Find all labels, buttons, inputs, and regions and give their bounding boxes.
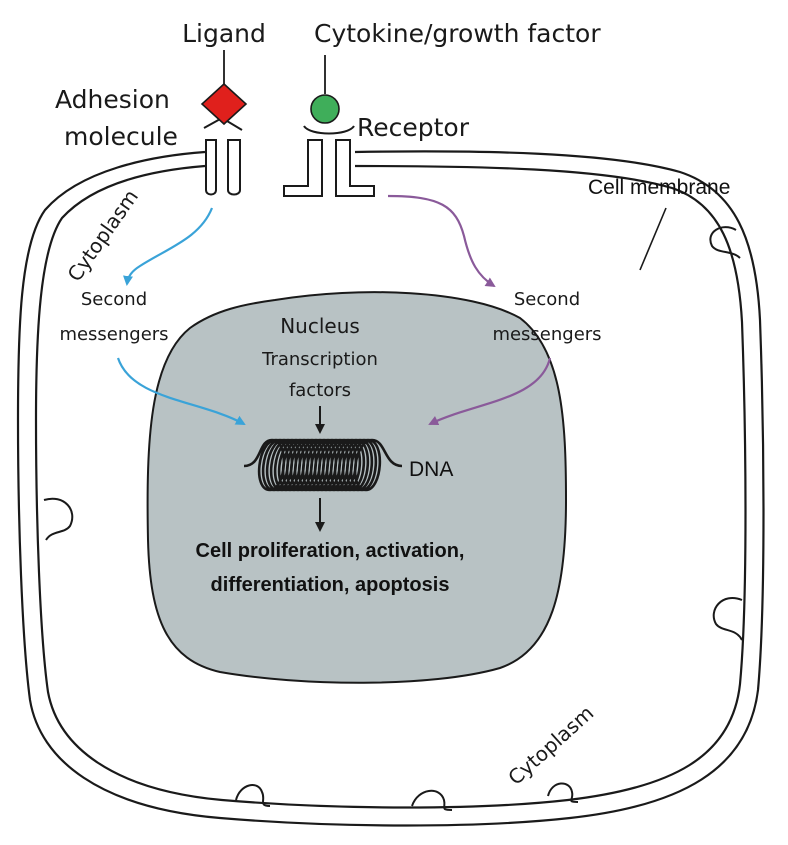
second-messengers-right-line2: messengers [492, 324, 601, 345]
transcription-factors-line1: Transcription [261, 349, 378, 370]
cytoplasm-label-bottom: Cytoplasm [503, 701, 598, 790]
cytokine-ball [310, 94, 340, 124]
outcome-line1: Cell proliferation, activation, [196, 540, 465, 562]
membrane-fold [43, 497, 74, 541]
ligand-label: Ligand [182, 19, 266, 48]
adhesion-label-line2: molecule [64, 122, 178, 151]
second-messengers-left-line1: Second [81, 289, 147, 310]
cell-membrane-inner [34, 164, 747, 809]
membrane-fold [547, 782, 579, 803]
cytoplasm-label-top: Cytoplasm [62, 185, 143, 286]
membrane-fold [235, 784, 271, 807]
cytokine-label: Cytokine/growth factor [314, 19, 601, 48]
right-pathway-arrow-2 [428, 357, 552, 426]
second-messengers-left-line2: messengers [59, 324, 168, 345]
left-pathway-arrow-2 [116, 357, 246, 425]
dna-label: DNA [409, 458, 453, 481]
adhesion-molecule [205, 139, 241, 196]
membrane-fold [709, 226, 741, 259]
right-pathway-arrow-1 [387, 194, 496, 288]
cytokine-receptor [283, 139, 375, 197]
cell-membrane-leader [639, 207, 667, 271]
cell-membrane-outer [16, 150, 765, 827]
membrane-fold [712, 597, 743, 641]
cytokine-receptor-cup [303, 125, 355, 135]
nucleus-label: Nucleus [280, 314, 360, 338]
left-pathway-arrow-1 [123, 207, 214, 286]
ligand-diamond [200, 82, 248, 126]
receptor-label: Receptor [357, 113, 470, 142]
transcription-factors-line2: factors [289, 380, 351, 401]
membrane-fold [411, 790, 453, 811]
adhesion-label-line1: Adhesion [55, 85, 170, 114]
outcome-line2: differentiation, apoptosis [211, 574, 450, 596]
cell-membrane-label: Cell membrane [588, 176, 730, 199]
dna-coil [243, 438, 403, 492]
second-messengers-right-line1: Second [514, 289, 580, 310]
